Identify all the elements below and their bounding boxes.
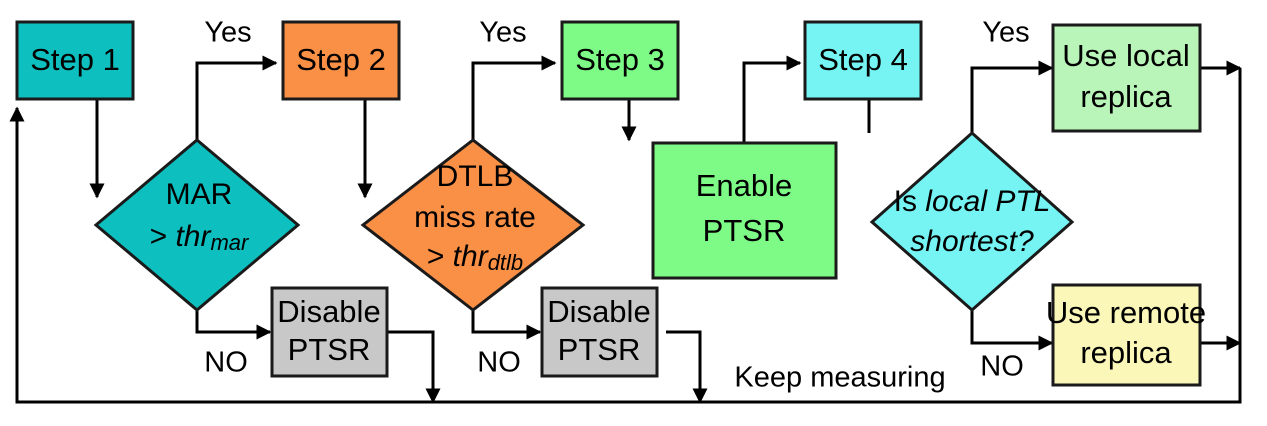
node-use-remote-replica-line1: Use remote <box>1046 295 1206 330</box>
node-step3-label: Step 3 <box>575 42 665 77</box>
connector-disable1-to-return <box>387 330 441 404</box>
node-mar-line1: MAR <box>166 178 233 211</box>
connector-enable-to-step4 <box>742 55 802 143</box>
edge-label-keep-measuring: Keep measuring <box>734 362 945 394</box>
node-dtlb-line2: miss rate <box>414 201 536 234</box>
node-mar-line2: > thrmar <box>150 220 250 255</box>
edge-label-no-mar: NO <box>204 347 248 379</box>
node-ptl-line1: Is local PTL <box>894 185 1051 218</box>
node-use-local-replica[interactable] <box>1051 23 1202 133</box>
node-disable-ptsr-2[interactable] <box>540 286 659 378</box>
node-mar-var: thr <box>175 220 211 253</box>
node-ptl-line1-plain: Is <box>894 185 926 218</box>
node-dtlb-var: thr <box>453 240 489 273</box>
node-dtlb-diamond[interactable] <box>360 138 586 312</box>
connector-mar-yes-to-step2 <box>195 55 278 140</box>
edge-label-no-dtlb: NO <box>477 347 521 379</box>
node-ptl-line2: shortest? <box>910 225 1034 258</box>
node-mar-op: > <box>150 220 176 253</box>
node-mar-diamond[interactable] <box>93 138 301 312</box>
edge-label-yes-ptl: Yes <box>982 17 1029 49</box>
connector-return-bus <box>9 68 1242 404</box>
node-step4[interactable] <box>803 20 923 101</box>
node-disable-ptsr-1[interactable] <box>270 286 389 378</box>
node-disable-ptsr-1-line2: PTSR <box>288 332 371 367</box>
node-disable-ptsr-1-line1: Disable <box>277 294 380 329</box>
node-use-remote-replica[interactable] <box>1051 283 1202 387</box>
node-dtlb-line3: > thrdtlb <box>427 240 523 275</box>
node-enable-ptsr[interactable] <box>651 141 838 280</box>
node-use-local-replica-line1: Use local <box>1062 38 1190 73</box>
node-step3[interactable] <box>560 20 680 101</box>
node-dtlb-op: > <box>427 240 453 273</box>
node-step2-label: Step 2 <box>296 42 386 77</box>
node-enable-ptsr-line1: Enable <box>696 168 793 203</box>
connector-dtlb-yes-to-step3 <box>471 55 557 140</box>
node-dtlb-line1: DTLB <box>437 160 514 193</box>
node-mar-sub: mar <box>210 230 250 255</box>
node-use-local-replica-line2: replica <box>1080 79 1172 114</box>
node-disable-ptsr-2-line1: Disable <box>547 294 650 329</box>
node-step4-label: Step 4 <box>818 42 908 77</box>
node-use-remote-replica-line2: replica <box>1080 335 1172 370</box>
edge-label-yes-mar: Yes <box>204 17 251 49</box>
connector-disable2-to-return <box>666 330 708 404</box>
node-dtlb-sub: dtlb <box>488 250 523 275</box>
node-step2[interactable] <box>281 20 401 101</box>
node-ptl-diamond[interactable] <box>869 130 1075 312</box>
connector-ptl-no-to-remote <box>970 310 1054 351</box>
node-ptl-line1-ital: local PTL <box>925 185 1050 218</box>
node-step1[interactable] <box>15 20 135 101</box>
node-disable-ptsr-2-line2: PTSR <box>558 332 641 367</box>
node-enable-ptsr-line2: PTSR <box>703 213 786 248</box>
connector-ptl-yes-to-local <box>970 60 1054 143</box>
connector-dtlb-no-to-disable2 <box>471 300 542 340</box>
node-step1-label: Step 1 <box>30 42 120 77</box>
edge-label-no-ptl: NO <box>980 351 1024 383</box>
edge-label-yes-dtlb: Yes <box>479 17 526 49</box>
